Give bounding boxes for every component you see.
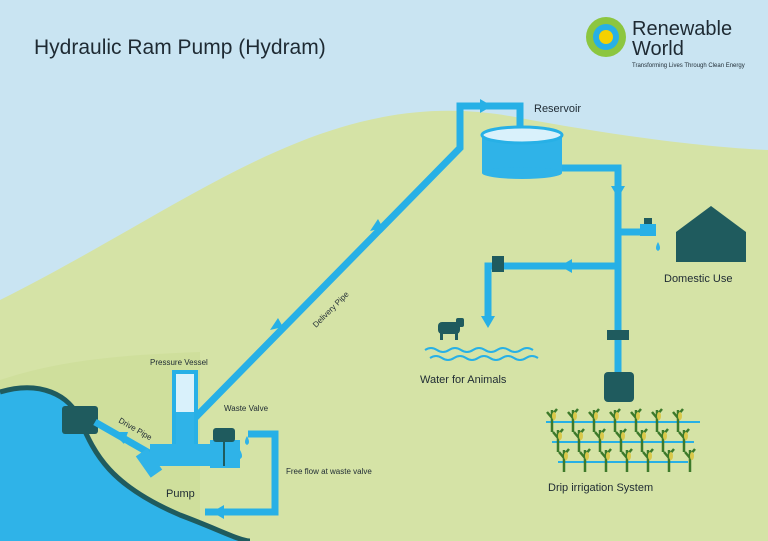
corn-cob-icon [579,432,583,440]
irrigation-valve [607,330,629,340]
arrow-animals [481,316,495,328]
corn-cob-icon [642,432,646,440]
corn-cob-icon [684,432,688,440]
corn-cob-icon [678,412,682,420]
label-domestic-use: Domestic Use [664,273,732,285]
intake-box [62,406,98,434]
delivery-pipe [185,102,524,428]
free-flow-loop [205,430,279,516]
pump-body [150,444,220,466]
logo-line2: World [632,38,684,60]
corn-cob-icon [621,432,625,440]
arrow-drive [112,432,128,444]
label-reservoir: Reservoir [534,103,581,115]
arrow-loop [212,505,224,519]
corn-cob-icon [648,452,652,460]
corn-cob-icon [606,452,610,460]
arrow-left [560,259,572,273]
cow-icon [438,318,464,340]
pump [135,370,249,478]
water-drop-1 [245,436,249,445]
corn-cob-icon [690,452,694,460]
corn-cob-icon [636,412,640,420]
flow-arrows [112,99,625,519]
irrigation-tank [604,372,634,402]
corn-cob-icon [552,412,556,420]
corn-cob-icon [669,452,673,460]
corn-cob-icon [627,452,631,460]
corn-cob-icon [564,452,568,460]
label-drip-irrigation: Drip irrigation System [548,482,653,494]
corn-cob-icon [585,452,589,460]
corn-cob-icon [594,412,598,420]
arrow-delivery-2 [370,219,383,231]
corn-cob-icon [573,412,577,420]
reservoir [480,125,564,179]
corn-cob-icon [663,432,667,440]
arrow-top [480,99,492,113]
arrow-delivery-1 [270,318,283,330]
label-water-for-animals: Water for Animals [420,374,507,386]
animals-branch [484,262,618,318]
logo-line1: Renewable [632,18,732,40]
animals-tap [492,256,504,272]
water-drop-2 [238,450,242,459]
house-icon [676,206,746,262]
label-free-flow: Free flow at waste valve [286,467,372,476]
water-waves [424,347,539,361]
label-pressure-vessel: Pressure Vessel [150,358,208,367]
page-title: Hydraulic Ram Pump (Hydram) [34,36,326,59]
label-pump: Pump [166,488,195,500]
crop-field [546,408,700,472]
corn-cob-icon [558,432,562,440]
label-waste-valve: Waste Valve [224,404,269,413]
logo: Renewable World Transforming Lives Throu… [586,17,745,69]
supply-main [560,164,622,378]
waste-valve-cap [213,428,235,442]
corn-cob-icon [615,412,619,420]
arrow-down [611,186,625,198]
corn-cob-icon [657,412,661,420]
logo-tagline: Transforming Lives Through Clean Energy [632,63,745,69]
river-bank [0,385,251,541]
domestic-tap [640,218,660,251]
corn-cob-icon [600,432,604,440]
